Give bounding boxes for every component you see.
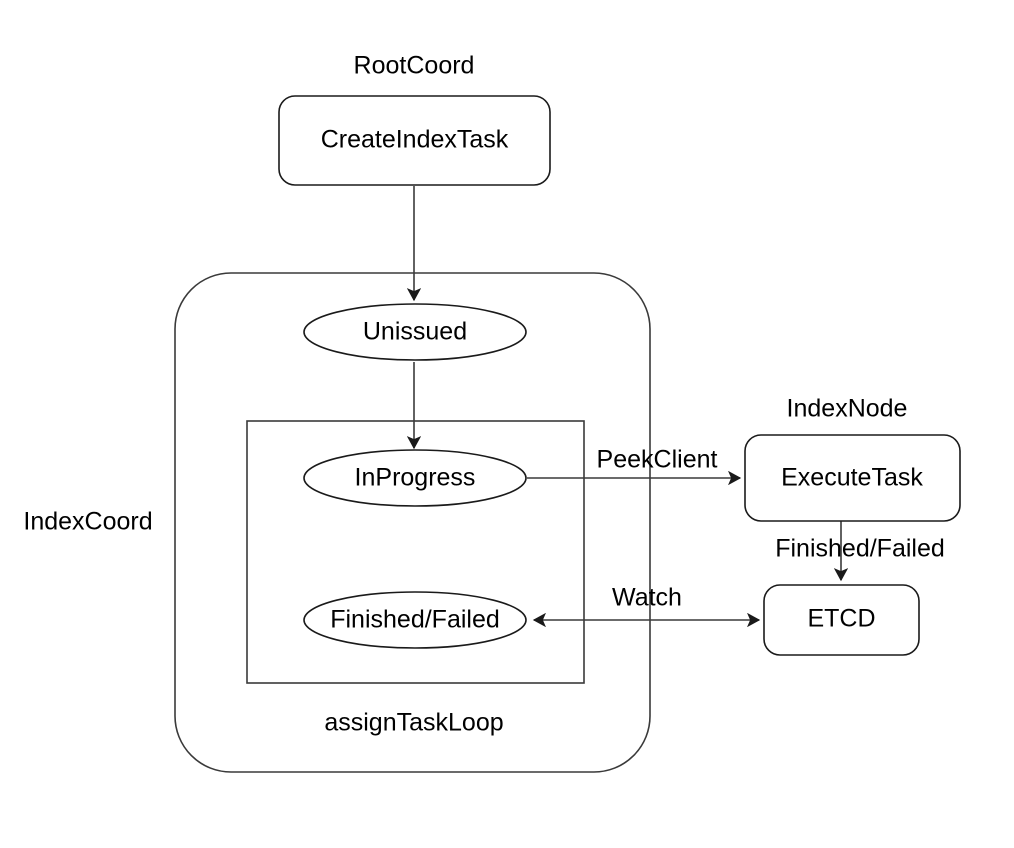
unissued-label: Unissued xyxy=(363,318,467,346)
assigntaskloop-container xyxy=(246,420,585,684)
rootcoord-group-label: RootCoord xyxy=(354,52,475,80)
node-unissued[interactable]: Unissued xyxy=(303,303,527,361)
node-etcd[interactable]: ETCD xyxy=(763,584,920,656)
execute-task-label: ExecuteTask xyxy=(781,464,923,492)
edge-label-finished-failed: Finished/Failed xyxy=(775,535,945,563)
finished-failed-label: Finished/Failed xyxy=(330,606,500,634)
inprogress-label: InProgress xyxy=(355,464,476,492)
node-finished-failed-state[interactable]: Finished/Failed xyxy=(303,591,527,649)
create-index-task-label: CreateIndexTask xyxy=(321,126,509,154)
finished-failed-ellipse[interactable] xyxy=(303,591,527,649)
create-index-task-box[interactable] xyxy=(278,95,551,186)
node-inprogress[interactable]: InProgress xyxy=(303,449,527,507)
node-execute-task[interactable]: ExecuteTask xyxy=(744,434,961,522)
inprogress-ellipse[interactable] xyxy=(303,449,527,507)
edge-label-peekclient: PeekClient xyxy=(597,446,718,474)
assigntaskloop-group-label: assignTaskLoop xyxy=(324,709,503,737)
etcd-label: ETCD xyxy=(807,605,875,633)
etcd-box[interactable] xyxy=(763,584,920,656)
indexcoord-group-label: IndexCoord xyxy=(23,508,152,536)
indexnode-group-label: IndexNode xyxy=(787,395,908,423)
unissued-ellipse[interactable] xyxy=(303,303,527,361)
indexcoord-container xyxy=(174,272,651,773)
node-create-index-task[interactable]: CreateIndexTask xyxy=(278,95,551,186)
execute-task-box[interactable] xyxy=(744,434,961,522)
edge-label-watch: Watch xyxy=(612,584,682,612)
